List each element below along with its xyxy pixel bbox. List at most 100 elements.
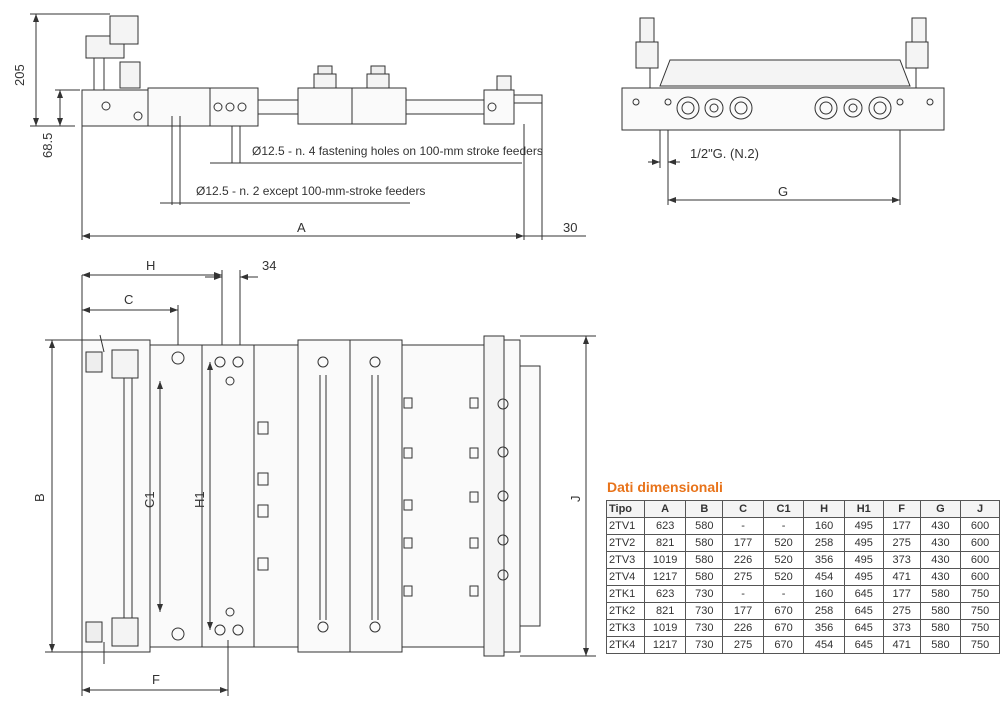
table-cell: 373 (882, 619, 921, 637)
table-cell: 177 (722, 602, 764, 620)
table-cell: 495 (843, 551, 884, 569)
table-cell: 520 (762, 568, 805, 586)
table-cell: 821 (644, 602, 687, 620)
table-cell: 670 (762, 619, 805, 637)
table-cell: 750 (960, 585, 1000, 603)
table-cell: 580 (685, 534, 724, 552)
table-cell: 160 (803, 517, 845, 535)
table-header-cell: B (685, 500, 724, 518)
table-cell: 580 (919, 636, 962, 654)
table-cell: 580 (919, 585, 962, 603)
table-cell: 430 (919, 551, 962, 569)
table-cell: 430 (919, 517, 962, 535)
front-view (621, 17, 945, 205)
table-cell: 258 (803, 602, 845, 620)
table-cell: 600 (960, 568, 1000, 586)
table-cell: 750 (960, 636, 1000, 654)
table-cell: 2TV1 (605, 517, 646, 535)
table-cell: - (722, 585, 764, 603)
dim-C1: C1 (142, 491, 157, 508)
table-header-cell: C1 (762, 500, 805, 518)
table-cell: 623 (644, 585, 687, 603)
dim-G-front: G (778, 184, 788, 199)
table-cell: 356 (803, 619, 845, 637)
table-cell: 275 (882, 602, 921, 620)
table-cell: 750 (960, 619, 1000, 637)
table-cell: 580 (919, 602, 962, 620)
dim-F: F (152, 672, 160, 687)
table-cell: 430 (919, 534, 962, 552)
table-cell: 600 (960, 534, 1000, 552)
table-cell: 226 (722, 619, 764, 637)
table-cell: 454 (803, 636, 845, 654)
table-cell: - (762, 517, 805, 535)
table-cell: 580 (685, 551, 724, 569)
table-cell: 356 (803, 551, 845, 569)
table-cell: 177 (882, 585, 921, 603)
table-cell: - (762, 585, 805, 603)
dim-34: 34 (262, 258, 276, 273)
table-cell: 1019 (644, 619, 687, 637)
table-cell: 623 (644, 517, 687, 535)
table-cell: 495 (843, 568, 884, 586)
dim-J: J (568, 496, 583, 503)
table-cell: 373 (882, 551, 921, 569)
table-cell: 275 (722, 636, 764, 654)
table-header-cell: F (882, 500, 921, 518)
plan-view (45, 270, 596, 696)
table-cell: 580 (919, 619, 962, 637)
table-cell: 645 (843, 636, 884, 654)
table-cell: 730 (685, 619, 724, 637)
table-cell: 258 (803, 534, 845, 552)
table-cell: 730 (685, 585, 724, 603)
table-cell: 495 (843, 517, 884, 535)
dim-C: C (124, 292, 133, 307)
table-cell: 670 (762, 602, 805, 620)
table-cell: 495 (843, 534, 884, 552)
table-cell: 580 (685, 517, 724, 535)
table-cell: 471 (882, 568, 921, 586)
dim-30: 30 (563, 220, 577, 235)
note-fastening-holes-4: Ø12.5 - n. 4 fastening holes on 100-mm s… (252, 144, 543, 158)
table-cell: 275 (722, 568, 764, 586)
table-cell: 2TV4 (605, 568, 646, 586)
table-cell: 600 (960, 551, 1000, 569)
table-cell: 471 (882, 636, 921, 654)
table-cell: 645 (843, 619, 884, 637)
table-cell: - (722, 517, 764, 535)
table-cell: 821 (644, 534, 687, 552)
table-header-cell: G (919, 500, 962, 518)
table-cell: 2TV2 (605, 534, 646, 552)
dim-B: B (32, 493, 47, 502)
table-cell: 430 (919, 568, 962, 586)
table-cell: 645 (843, 585, 884, 603)
dim-205: 205 (12, 64, 27, 86)
dim-half-inch-g: 1/2"G. (N.2) (690, 146, 759, 161)
table-cell: 520 (762, 551, 805, 569)
table-cell: 2TK3 (605, 619, 646, 637)
table-cell: 645 (843, 602, 884, 620)
table-cell: 2TK2 (605, 602, 646, 620)
table-cell: 160 (803, 585, 845, 603)
table-cell: 580 (685, 568, 724, 586)
table-header-cell: H (803, 500, 845, 518)
table-cell: 177 (722, 534, 764, 552)
dim-H1: H1 (192, 491, 207, 508)
table-header-cell: J (960, 500, 1000, 518)
table-cell: 226 (722, 551, 764, 569)
note-fastening-holes-2: Ø12.5 - n. 2 except 100-mm-stroke feeder… (196, 184, 425, 198)
table-cell: 520 (762, 534, 805, 552)
table-cell: 454 (803, 568, 845, 586)
side-view (30, 13, 586, 240)
dim-68-5: 68.5 (40, 133, 55, 158)
